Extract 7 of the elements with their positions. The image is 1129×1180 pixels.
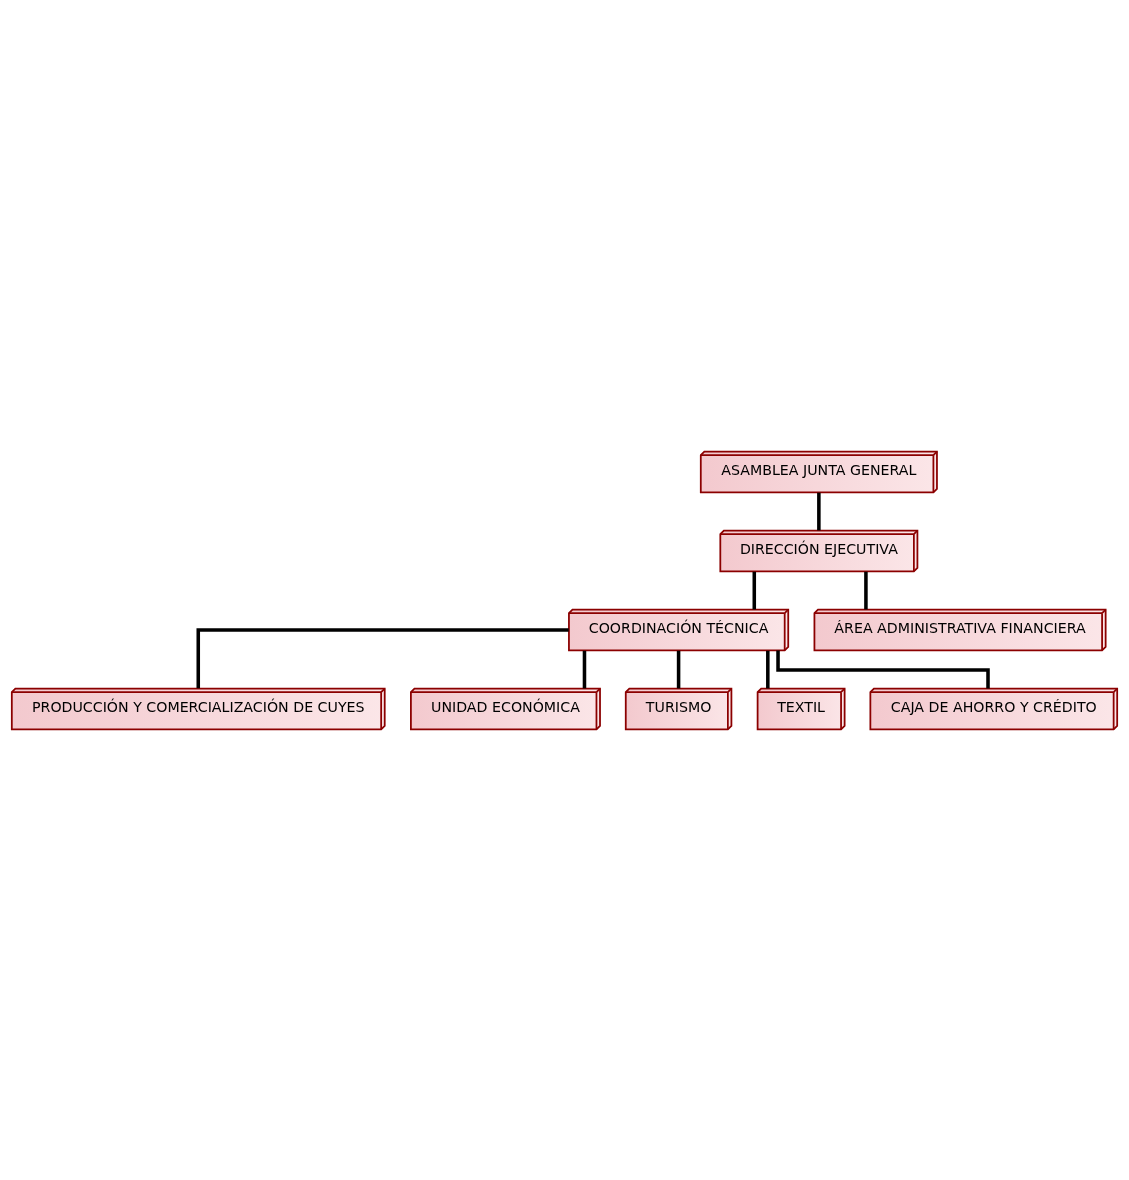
connector: [582, 650, 587, 688]
connector: [196, 627, 569, 688]
connector: [817, 492, 821, 530]
connector: [676, 650, 681, 688]
connector: [864, 571, 868, 609]
connector: [766, 650, 770, 688]
connector: [752, 571, 757, 609]
